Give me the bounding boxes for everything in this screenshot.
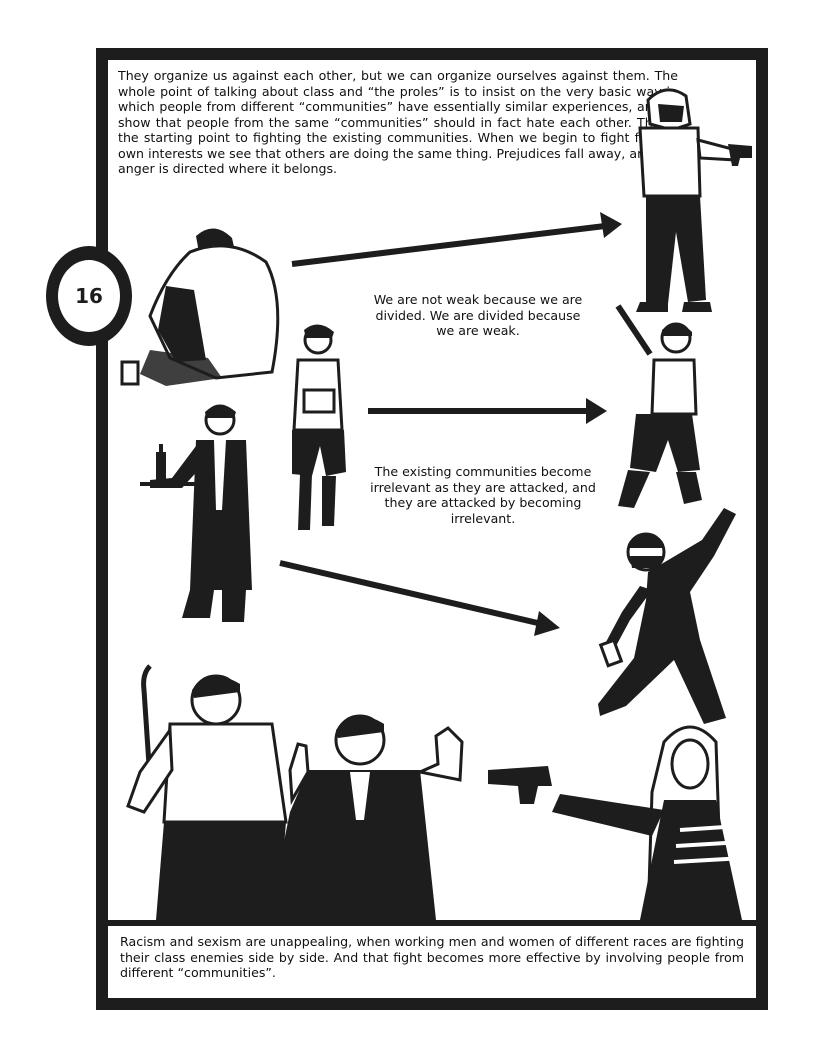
masked-thrower-figure bbox=[598, 508, 736, 724]
arrow-top bbox=[291, 212, 622, 267]
quote-weak-divided: We are not weak because we are divided. … bbox=[373, 292, 583, 338]
woman-with-gun-figure bbox=[488, 725, 745, 922]
person-with-bat-figure bbox=[615, 304, 702, 508]
arrow-bottom bbox=[279, 560, 560, 636]
waiter-figure bbox=[140, 404, 252, 622]
hooded-person-with-gun-figure bbox=[636, 88, 752, 312]
caption-text: Racism and sexism are unappealing, when … bbox=[120, 934, 744, 980]
man-in-suit-figure bbox=[268, 714, 464, 920]
intro-text: They organize us against each other, but… bbox=[118, 68, 678, 176]
caption-box: Racism and sexism are unappealing, when … bbox=[108, 926, 756, 998]
student-figure bbox=[292, 324, 346, 530]
page-number: 16 bbox=[75, 284, 103, 308]
quote-communities-irrelevant: The existing communities become irreleva… bbox=[370, 464, 596, 526]
man-with-crowbar-figure bbox=[126, 664, 288, 920]
arrow-middle bbox=[368, 398, 607, 424]
hooded-beggar-figure bbox=[120, 228, 280, 386]
page-number-badge-inner: 16 bbox=[58, 260, 120, 332]
